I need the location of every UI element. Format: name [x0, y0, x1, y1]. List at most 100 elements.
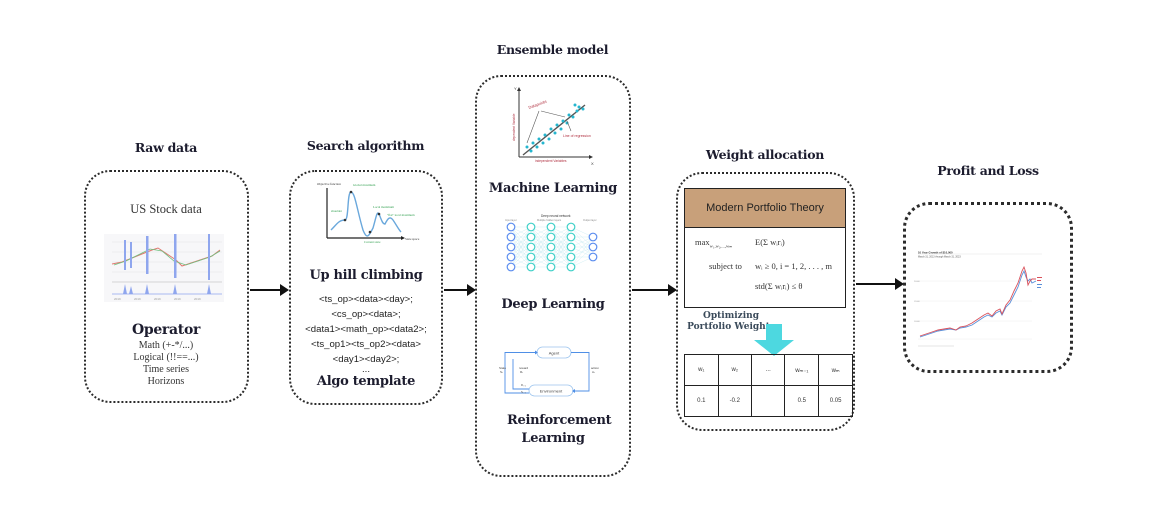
optimizing-weights-label: Optimizing Portfolio Weights — [687, 311, 775, 332]
rl-next-reward-symbol: Rₜ₊₁ — [521, 383, 526, 387]
nn-node — [526, 262, 536, 272]
operator-item-logical: Logical (!!==...) — [133, 352, 199, 363]
regression-datapoints-label: Datapoints — [528, 99, 548, 110]
weight-header-cell: wₘ₋₁ — [784, 354, 820, 386]
rl-state-symbol: Sₜ — [500, 370, 503, 374]
weights-header-row: w₁ w₂ ... wₘ₋₁ wₘ — [684, 354, 853, 386]
nn-node — [506, 262, 516, 272]
weight-header-cell: ... — [751, 354, 786, 386]
svg-text:2019: 2019 — [154, 297, 161, 301]
weight-header-cell: wₘ — [818, 354, 853, 386]
rl-action-symbol: Aₜ — [592, 370, 595, 374]
mpt-subject-to: subject to — [709, 261, 742, 271]
mpt-constraint-nonneg: wᵢ ≥ 0, i = 1, 2, . . . , m — [755, 261, 832, 271]
weight-value-cell: 0.1 — [684, 385, 719, 417]
svg-text:2019: 2019 — [194, 297, 201, 301]
operator-item-time-series: Time series — [142, 364, 190, 375]
nn-node — [588, 232, 598, 242]
nn-edge — [530, 246, 552, 268]
nn-hidden-label: Multiple hidden layers — [537, 219, 562, 222]
rl-environment-label: Environment — [540, 389, 563, 394]
arrow-weights-to-pnl — [856, 278, 904, 290]
svg-text:20000: 20000 — [914, 281, 920, 283]
svg-text:10000: 10000 — [914, 321, 920, 323]
weight-value-cell — [751, 385, 786, 417]
nn-node — [526, 222, 536, 232]
mpt-objective-expression: E(Σ wᵢrᵢ) — [755, 237, 785, 247]
algo-template-heading: Algo template — [316, 374, 416, 389]
hill-x-axis-label: State space — [405, 237, 420, 241]
cyan-down-arrow — [754, 324, 794, 356]
weight-header-cell: w₁ — [684, 354, 719, 386]
operator-heading: Operator — [131, 322, 201, 338]
weight-value-cell: 0.5 — [784, 385, 820, 417]
profit-loss-box: 10 Year Growth of $10,000 March 31, 2013… — [903, 202, 1073, 373]
regression-x-letter: X — [591, 161, 594, 166]
nn-output-label: Output layer — [583, 219, 597, 222]
regression-line-label: Line of regression — [563, 134, 591, 138]
stage-title-raw-data: Raw data — [134, 140, 198, 155]
nn-edge — [550, 226, 572, 268]
machine-learning-heading: Machine Learning — [488, 181, 618, 196]
stage-title-ensemble-model: Ensemble model — [496, 42, 609, 57]
hill-global-max-label: Global maximum — [353, 183, 376, 187]
nn-node — [526, 252, 536, 262]
hill-y-axis-label: Objective function — [317, 182, 341, 186]
nn-node — [546, 252, 556, 262]
operator-item-horizons: Horizons — [147, 376, 185, 387]
regression-y-letter: Y — [514, 86, 517, 91]
nn-edge — [530, 236, 552, 268]
nn-edge — [550, 226, 572, 248]
nn-edge — [510, 236, 532, 268]
mpt-objective-max: maxw₁,w₂,...,wₘ — [695, 237, 732, 250]
weight-value-cell: -0.2 — [717, 385, 753, 417]
nn-node — [566, 252, 576, 262]
nn-edge — [510, 226, 532, 268]
arrow-ensemble-to-weights — [632, 284, 677, 296]
nn-node — [566, 262, 576, 272]
regression-figure: Y X Datapoints Line of regression indepe… — [512, 86, 594, 166]
nn-node — [546, 222, 556, 232]
ensemble-model-box: Y X Datapoints Line of regression indepe… — [475, 75, 631, 477]
nn-node — [506, 232, 516, 242]
nn-edge — [570, 246, 594, 268]
nn-node — [506, 252, 516, 262]
up-hill-climbing-heading: Up hill climbing — [309, 268, 423, 283]
us-stock-data-label: US Stock data — [130, 202, 202, 216]
rl-action-label: action — [591, 366, 599, 370]
pnl-chart-subtitle: March 31, 2013 through March 31, 2023 — [918, 256, 961, 259]
search-algorithm-box: Objective function Global maximum should… — [289, 170, 443, 405]
hill-shoulder-label: shoulder — [331, 209, 343, 213]
deep-learning-heading: Deep Learning — [501, 297, 605, 312]
nn-node — [566, 242, 576, 252]
algo-template-line-4: <ts_op1><ts_op2><data> — [311, 339, 421, 350]
nn-edge — [570, 236, 594, 258]
weights-table: w₁ w₂ ... wₘ₋₁ wₘ 0.1 -0.2 0.5 0.05 — [684, 354, 853, 417]
nn-node — [506, 242, 516, 252]
nn-node — [526, 242, 536, 252]
mpt-header: Modern Portfolio Theory — [685, 189, 845, 228]
nn-edge — [510, 246, 532, 268]
stage-title-search-algorithm: Search algorithm — [306, 138, 425, 153]
neural-network-figure: Deep neural network Input layer Multiple… — [505, 214, 598, 272]
nn-node — [546, 242, 556, 252]
mpt-constraint-std: std(Σ wᵢrᵢ) ≤ θ — [755, 281, 803, 291]
nn-edge — [570, 236, 594, 268]
rl-reward-symbol: Rₜ — [520, 370, 523, 374]
nn-edge — [550, 236, 572, 268]
weight-value-cell: 0.05 — [818, 385, 853, 417]
operator-item-math: Math (+-*/...) — [138, 340, 194, 351]
arrow-raw-to-search — [250, 284, 289, 296]
weight-allocation-box: Modern Portfolio Theory maxw₁,w₂,...,wₘ … — [676, 172, 855, 431]
nn-edge — [530, 226, 552, 258]
nn-node — [546, 262, 556, 272]
nn-edge — [530, 226, 552, 248]
rl-next-state-symbol: Sₜ₊₁ — [521, 390, 526, 394]
nn-node — [566, 222, 576, 232]
arrow-search-to-ensemble — [444, 284, 476, 296]
nn-node — [546, 232, 556, 242]
svg-text:2019: 2019 — [174, 297, 181, 301]
stage-title-profit-and-loss: Profit and Loss — [937, 163, 1039, 178]
nn-node — [588, 242, 598, 252]
